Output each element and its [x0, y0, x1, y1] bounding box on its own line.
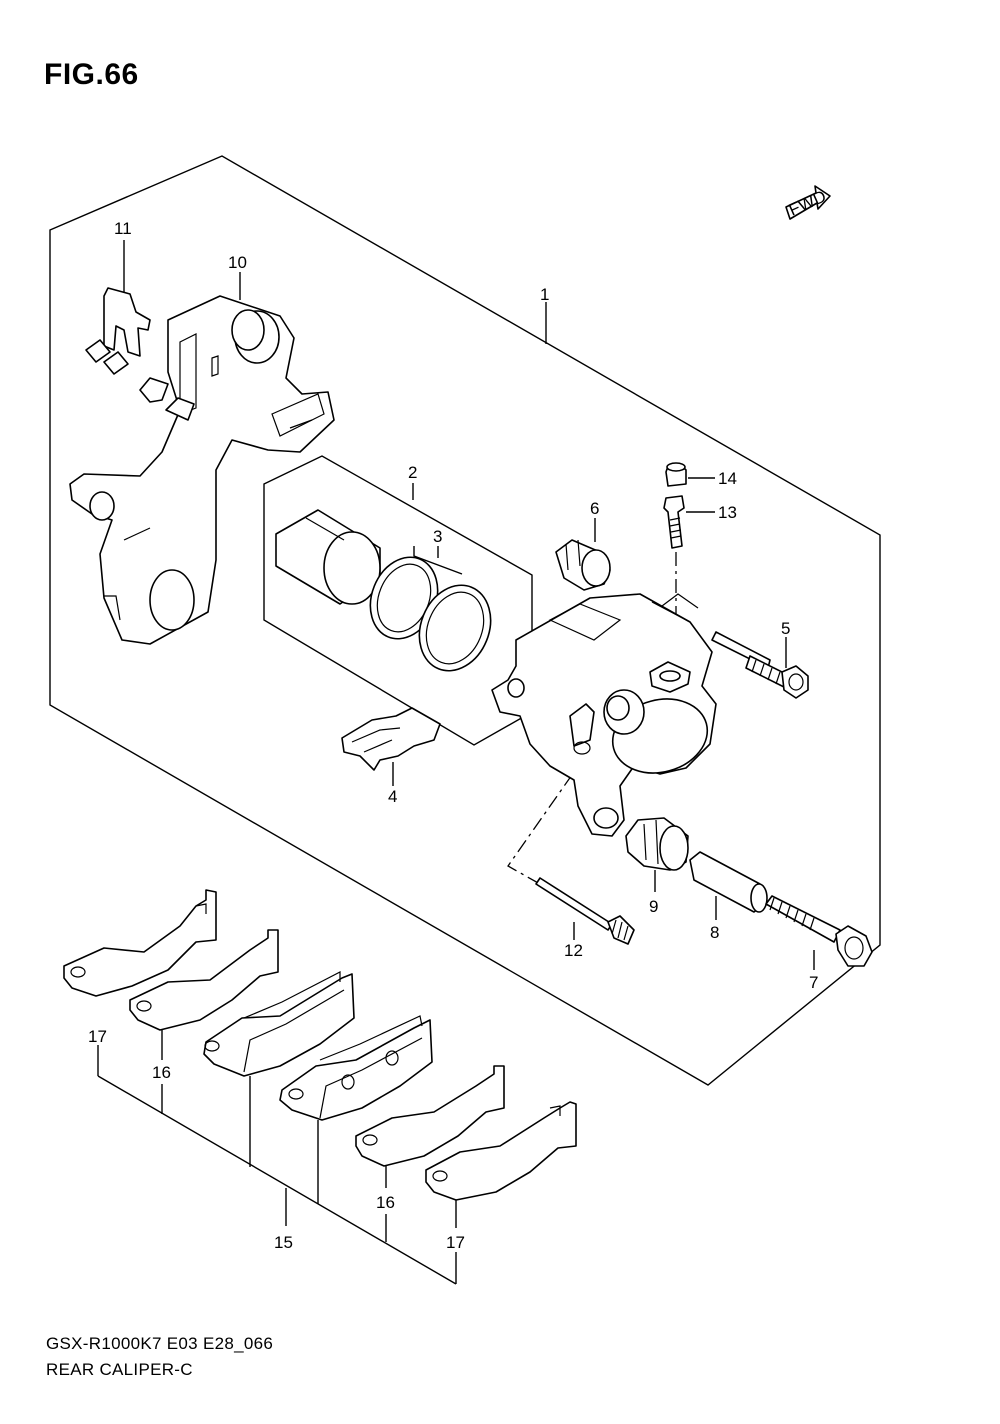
brake-pad-shim-16b	[355, 1065, 505, 1167]
callout-1: 1	[540, 285, 549, 304]
callout-17b: 17	[446, 1233, 465, 1252]
callout-labels: 1 2 3 4 5 6 7 8 9 10 11 12 13 14 15 16 1…	[88, 219, 818, 1252]
fwd-arrow-icon: FWD	[785, 185, 831, 220]
callout-8: 8	[710, 923, 719, 942]
callout-17a: 17	[88, 1027, 107, 1046]
callout-16a: 16	[152, 1063, 171, 1082]
callout-12: 12	[564, 941, 583, 960]
figure-title: FIG.66	[44, 58, 139, 91]
callout-7: 7	[809, 973, 818, 992]
callout-3: 3	[433, 527, 442, 546]
piston-2	[275, 509, 381, 605]
boot-6	[555, 539, 611, 591]
callout-6: 6	[590, 499, 599, 518]
caliper-bracket-10	[69, 295, 335, 645]
callout-11: 11	[114, 219, 132, 238]
callout-9: 9	[649, 897, 658, 916]
bleeder-valve-13	[663, 495, 685, 549]
caliper-body	[491, 593, 717, 837]
boot-9	[625, 817, 689, 871]
callout-15: 15	[274, 1233, 293, 1252]
callout-13: 13	[718, 503, 737, 522]
brake-pad-shim-16a	[129, 929, 279, 1031]
callout-2: 2	[408, 463, 417, 482]
brake-pad-shim-17b	[425, 1101, 577, 1201]
bleeder-cap-14	[665, 462, 687, 487]
callout-5: 5	[781, 619, 790, 638]
bolt-5	[711, 631, 809, 699]
brake-pad-shim-17a	[63, 889, 217, 997]
callout-14: 14	[718, 469, 737, 488]
bolt-7	[765, 895, 873, 967]
fwd-label: FWD	[786, 187, 829, 220]
brake-pad-15a	[203, 971, 355, 1077]
piston-seals-3	[369, 556, 492, 672]
callout-4: 4	[388, 787, 397, 806]
pad-spring-11	[85, 287, 151, 375]
callout-10: 10	[228, 253, 247, 272]
assembly-boundary	[49, 155, 881, 1086]
model-code: GSX-R1000K7 E03 E28_066	[46, 1334, 274, 1353]
leader-lines	[97, 240, 815, 1285]
pad-pin-12	[535, 877, 635, 945]
pad-retainer-4	[341, 707, 441, 771]
brake-pad-15b	[279, 1015, 433, 1121]
section-name: REAR CALIPER-C	[46, 1360, 193, 1379]
sleeve-8	[689, 851, 768, 913]
callout-16b: 16	[376, 1193, 395, 1212]
